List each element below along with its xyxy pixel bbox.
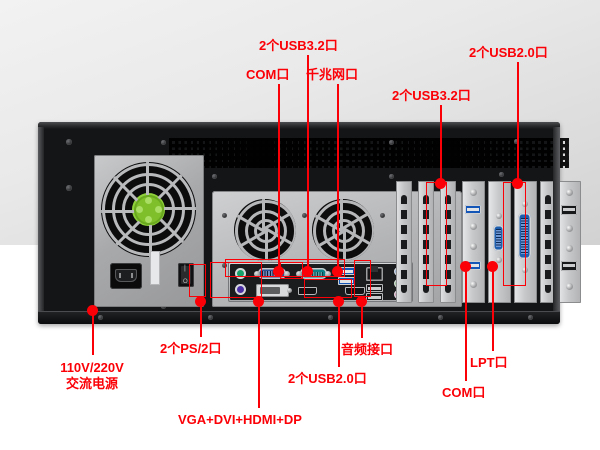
psu-sticker	[150, 251, 160, 285]
motherboard-io-shield	[228, 262, 413, 302]
chassis-screw	[389, 140, 394, 145]
serial-com-port[interactable]	[493, 225, 504, 251]
usb2-port[interactable]	[561, 205, 577, 215]
chassis-screw	[514, 139, 519, 144]
hdmi-port[interactable]	[345, 287, 365, 295]
chassis-fan	[234, 199, 296, 261]
empty-slot-cover	[540, 181, 556, 303]
psu-power-switch[interactable]	[178, 263, 194, 287]
psu-fan-hub	[133, 194, 164, 225]
motherboard-tray	[212, 191, 462, 307]
expansion-slot-area	[396, 181, 581, 311]
empty-slot-cover	[440, 181, 456, 303]
ps2-mouse-port[interactable]	[235, 268, 246, 279]
usb3-port[interactable]	[338, 267, 355, 275]
com-expansion-card	[488, 181, 511, 303]
parallel-lpt-port[interactable]	[518, 213, 531, 259]
usb3-port[interactable]	[465, 205, 481, 214]
chassis-bottom-edge	[38, 311, 560, 324]
usb2-port[interactable]	[366, 284, 383, 292]
usb3-port[interactable]	[465, 261, 481, 270]
chassis-screw	[389, 174, 394, 179]
displayport-port[interactable]	[298, 287, 317, 295]
chassis-screw	[66, 185, 72, 191]
empty-slot-cover	[418, 181, 434, 303]
chassis-screw	[212, 174, 217, 179]
chassis-top-edge	[38, 122, 560, 129]
usb3-port[interactable]	[338, 277, 355, 285]
empty-slot-cover	[396, 181, 412, 303]
serial-com-port[interactable]	[296, 268, 331, 279]
chassis-left-edge	[38, 127, 44, 319]
chassis-screw	[66, 139, 72, 145]
dvi-port[interactable]	[256, 284, 292, 297]
usb3-expansion-card	[462, 181, 485, 303]
rj45-lan-port[interactable]	[366, 266, 383, 281]
ps2-keyboard-port[interactable]	[235, 284, 246, 295]
chassis-screw	[161, 140, 166, 145]
psu-fan-grille	[101, 162, 196, 257]
power-supply-unit	[94, 155, 204, 307]
usb2-port[interactable]	[366, 293, 383, 301]
vga-port[interactable]	[254, 268, 290, 279]
ac-power-inlet[interactable]	[110, 263, 142, 289]
server-chassis-rear	[38, 122, 581, 324]
chassis-fan	[312, 199, 374, 261]
lpt-expansion-card	[514, 181, 537, 303]
chassis-right-edge	[553, 127, 560, 319]
chassis-vent-grid	[169, 138, 569, 168]
usb2-expansion-card	[558, 181, 581, 303]
usb2-port[interactable]	[561, 261, 577, 271]
chassis-screw	[499, 172, 504, 177]
chassis-rear-face	[44, 129, 581, 311]
